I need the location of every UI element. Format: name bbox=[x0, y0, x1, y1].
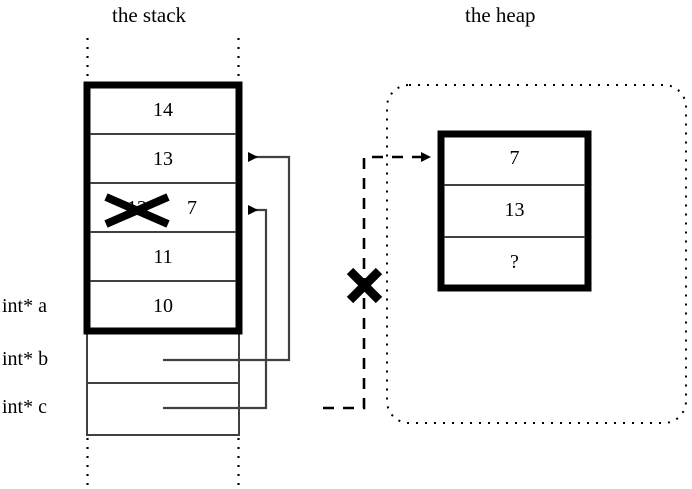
heap-cell-value-2: ? bbox=[510, 251, 519, 273]
pointer-label-c: int* c bbox=[2, 396, 47, 418]
dangling-heap-pointer-dashed bbox=[323, 152, 431, 410]
invalid-pointer-x-mark bbox=[346, 267, 383, 304]
stack-cell-value-3: 11 bbox=[153, 246, 173, 268]
pointer-b-arrow bbox=[163, 152, 291, 362]
stack-pointer-cell-b bbox=[86, 330, 240, 384]
heap-title: the heap bbox=[465, 3, 536, 27]
stack-cell-value-1: 13 bbox=[153, 148, 173, 170]
pointer-label-b: int* b bbox=[2, 348, 49, 370]
heap-cell-value-0: 7 bbox=[509, 147, 520, 169]
pointer-label-a: int* a bbox=[2, 295, 47, 317]
stack-cell-value-2-struck: 12 bbox=[127, 197, 147, 219]
heap-cell-value-1: 13 bbox=[504, 199, 525, 221]
heap-boundary bbox=[386, 84, 687, 424]
stack-frame bbox=[83, 81, 243, 335]
stack-title: the stack bbox=[112, 3, 187, 27]
stack-cell-value-4: 10 bbox=[153, 295, 173, 317]
heap-block bbox=[437, 130, 592, 292]
pointer-c-old-arrow bbox=[163, 205, 268, 410]
struck-value-x-mark bbox=[104, 193, 170, 228]
stack-cell-value-0: 14 bbox=[153, 99, 173, 121]
stack-cell-value-2-replacement: 7 bbox=[187, 197, 197, 219]
